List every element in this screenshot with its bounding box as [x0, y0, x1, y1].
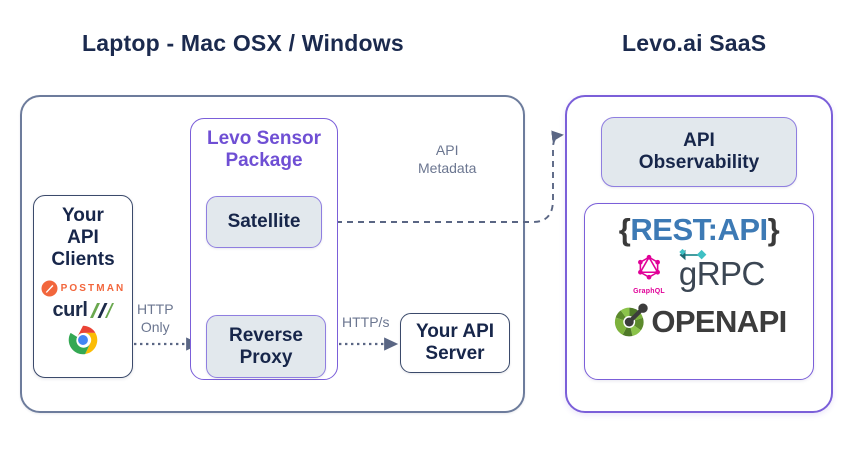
grpc-logo: gRPC — [678, 248, 766, 292]
graphql-logo: GraphQL — [633, 252, 665, 295]
page-title-laptop: Laptop - Mac OSX / Windows — [82, 30, 404, 56]
edge-label-http-only-line2: Only — [140, 318, 170, 335]
restapi-logo: {REST:API} — [618, 212, 780, 248]
grpc-icon — [679, 248, 707, 261]
edge-label-http-s-line1: HTTP/s — [342, 314, 390, 330]
node-satellite[interactable]: Satellite — [206, 196, 322, 248]
curl-slash-icon — [89, 303, 114, 319]
page-title-saas: Levo.ai SaaS — [622, 30, 767, 56]
node-your-api-clients[interactable]: Your API Clients POSTMAN curl — [33, 195, 133, 378]
edge-label-http-s: HTTP/s — [342, 314, 389, 332]
postman-icon — [41, 280, 58, 297]
levo-sensor-package-title: Levo Sensor Package — [190, 128, 338, 173]
edge-label-api-metadata: API Metadata — [418, 142, 476, 177]
chrome-icon — [68, 325, 98, 354]
chrome-logo — [68, 325, 98, 355]
node-api-observability-line2: Observability — [638, 152, 760, 173]
restapi-close-brace: } — [767, 212, 780, 247]
edge-label-api-metadata-line2: Metadata — [418, 159, 477, 176]
clients-label-line1: Your — [62, 205, 104, 226]
edge-label-http-only: HTTP Only — [137, 301, 174, 336]
edge-label-api-metadata-line1: API — [435, 142, 459, 158]
node-reverse-proxy-line2: Proxy — [239, 346, 293, 368]
sensor-title-line2: Package — [225, 150, 303, 172]
curl-logo: curl — [52, 298, 114, 322]
protocols-row-middle: GraphQL gRPC — [633, 248, 766, 295]
protocols-card: {REST:API} — [584, 203, 814, 380]
postman-logo-text: POSTMAN — [60, 282, 126, 294]
node-reverse-proxy[interactable]: Reverse Proxy — [206, 315, 326, 378]
grpc-logo-text: gRPC — [678, 255, 766, 292]
graphql-icon — [638, 254, 660, 280]
openapi-icon — [615, 303, 649, 337]
graphql-logo-text: GraphQL — [633, 288, 665, 295]
sensor-title-line1: Levo Sensor — [206, 128, 322, 149]
node-api-observability-line1: API — [683, 130, 715, 152]
edge-label-http-only-line1: HTTP — [137, 301, 174, 317]
node-reverse-proxy-line1: Reverse — [229, 324, 303, 346]
openapi-logo: OPENAPI — [611, 299, 787, 345]
node-your-api-server[interactable]: Your API Server — [400, 313, 510, 373]
postman-logo: POSTMAN — [41, 280, 126, 297]
restapi-open-brace: { — [618, 212, 631, 247]
node-your-api-server-line1: Your API — [415, 321, 495, 343]
openapi-logo-text: OPENAPI — [651, 304, 787, 339]
clients-label-line2: API — [67, 226, 99, 248]
restapi-logo-text: REST:API — [630, 212, 768, 247]
node-your-api-clients-label: Your API Clients — [51, 205, 114, 271]
clients-label-line3: Clients — [51, 248, 115, 270]
node-api-observability[interactable]: API Observability — [601, 117, 797, 187]
curl-logo-text: curl — [52, 298, 88, 321]
node-your-api-server-line2: Server — [425, 343, 485, 364]
node-satellite-label: Satellite — [227, 211, 301, 233]
